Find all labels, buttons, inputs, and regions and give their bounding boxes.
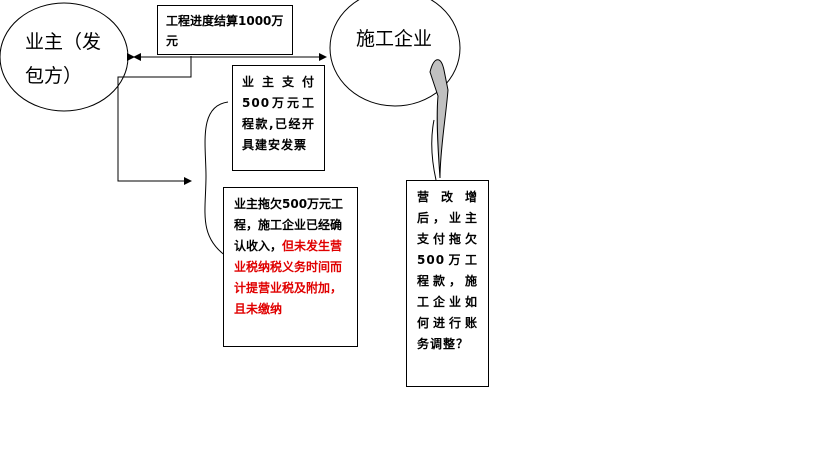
- owner-label: 业主（发 包方）: [25, 25, 115, 93]
- contractor-label-text: 施工企业: [356, 28, 433, 50]
- contractor-ellipse: [329, 0, 461, 107]
- callout-pointer: [429, 59, 449, 179]
- payment-text: 业主支付500万元工程款,已经开具建安发票: [242, 75, 315, 152]
- settlement-box: 工程进度结算1000万元: [157, 5, 293, 55]
- settlement-text: 工程进度结算1000万元: [166, 14, 284, 48]
- question-box: 营改增后，业主支付拖欠500万工程款，施工企业如何进行账务调整？: [406, 180, 489, 387]
- arrears-text: 业主拖欠500万元工程，施工企业已经确认收入，但未发生营业税纳税义务时间而计提营…: [234, 194, 347, 320]
- question-text: 营改增后，业主支付拖欠500万工程款，施工企业如何进行账务调整？: [417, 190, 478, 351]
- owner-label-line1: 业主（发: [25, 31, 102, 53]
- left-bracket: [204, 101, 229, 257]
- arrears-text-red: 但未发生营业税纳税义务时间而计提营业税及附加，且未缴纳: [234, 239, 343, 316]
- contractor-label: 施工企业: [356, 22, 432, 56]
- elbow-connector: [117, 56, 192, 182]
- owner-label-line2: 包方）: [25, 65, 83, 87]
- arrears-box: 业主拖欠500万元工程，施工企业已经确认收入，但未发生营业税纳税义务时间而计提营…: [223, 187, 358, 347]
- payment-box: 业主支付500万元工程款,已经开具建安发票: [232, 65, 325, 171]
- arrears-text-black: 业主拖欠500万元工程，施工企业已经确认收入，: [234, 197, 344, 253]
